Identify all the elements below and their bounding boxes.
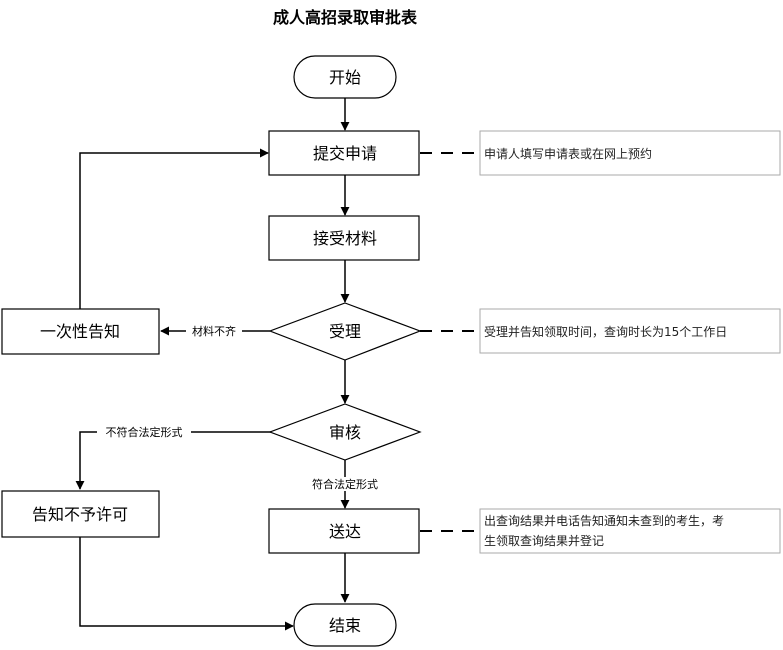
edge-label-conform: 符合法定形式 — [312, 477, 378, 491]
submit-label: 提交申请 — [313, 144, 377, 163]
edge-review-deny — [75, 431, 272, 490]
start-node — [293, 55, 397, 99]
deliver-label: 送达 — [329, 522, 361, 541]
note-accept-box — [479, 308, 781, 354]
note-deliver-text-line2: 生领取查询结果并登记 — [484, 533, 604, 548]
review-decision — [268, 403, 422, 461]
edge-label-incomplete: 材料不齐 — [192, 324, 236, 338]
note-submit-text: 申请人填写申请表或在网上预约 — [484, 146, 652, 161]
submit-node — [268, 130, 420, 176]
deny-node — [1, 490, 160, 538]
deliver-node — [268, 508, 420, 554]
edge-label-bg-nonconform — [97, 425, 191, 439]
edge-label-bg-incomplete — [186, 324, 242, 338]
accept-label: 受理 — [329, 322, 361, 341]
edge-notify-submit — [79, 148, 269, 309]
note-deliver-text-line1: 出查询结果并电话告知通知未查到的考生，考 — [484, 513, 724, 528]
accept-decision — [268, 302, 422, 361]
notify-once-label: 一次性告知 — [40, 322, 120, 341]
review-label: 审核 — [329, 423, 361, 442]
notify-once-node — [1, 308, 160, 355]
note-submit-box — [479, 130, 781, 176]
receive-label: 接受材料 — [313, 229, 377, 248]
note-accept-text: 受理并告知领取时间，查询时长为15个工作日 — [484, 325, 727, 339]
edge-label-bg-conform — [302, 477, 388, 491]
page-title: 成人高招录取审批表 — [272, 8, 417, 27]
note-deliver-box — [479, 508, 781, 554]
deny-label: 告知不予许可 — [32, 505, 128, 524]
end-node — [293, 603, 397, 647]
start-label: 开始 — [329, 68, 361, 87]
end-label: 结束 — [329, 616, 361, 635]
receive-node — [268, 215, 420, 261]
edge-deny-end — [79, 537, 294, 631]
edge-label-nonconform: 不符合法定形式 — [106, 425, 183, 439]
